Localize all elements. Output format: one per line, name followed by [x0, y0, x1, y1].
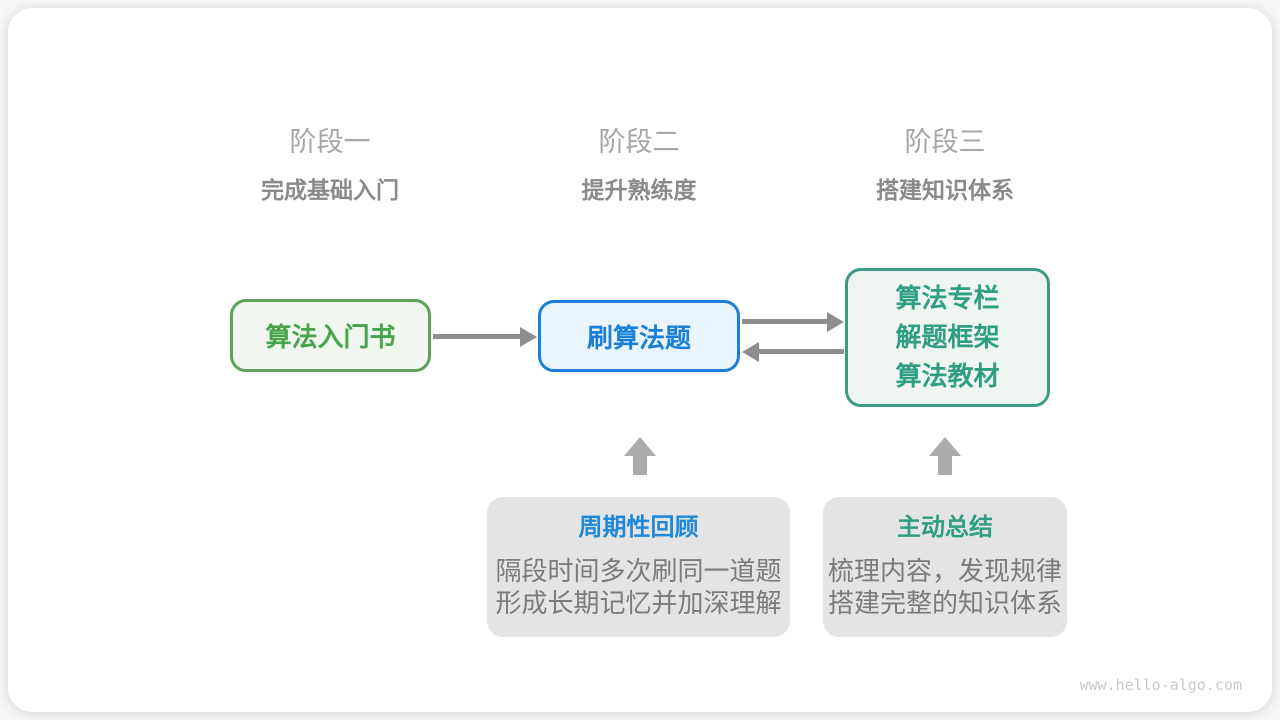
arrow-head — [827, 312, 844, 332]
callout-periodic-review: 周期性回顾 隔段时间多次刷同一道题 形成长期记忆并加深理解 — [487, 497, 790, 637]
arrow-right-icon — [433, 327, 537, 347]
callout-active-summary: 主动总结 梳理内容，发现规律 搭建完整的知识体系 — [823, 497, 1067, 637]
stage-header-2: 阶段二 提升熟练度 — [479, 126, 799, 204]
stage-subtitle: 提升熟练度 — [581, 177, 697, 203]
arrow-right-icon — [742, 312, 844, 332]
node-label: 刷算法题 — [586, 322, 691, 353]
stage-title: 阶段三 — [904, 127, 986, 157]
arrow-head — [520, 327, 537, 347]
arrow-left-icon — [742, 342, 844, 362]
arrow-shaft — [757, 349, 844, 354]
arrow-shaft — [433, 334, 522, 339]
arrow-head — [742, 342, 759, 362]
callout-title: 主动总结 — [897, 514, 993, 541]
stage-subtitle: 搭建知识体系 — [876, 177, 1014, 203]
watermark: www.hello-algo.com — [1079, 676, 1242, 694]
stage-header-1: 阶段一 完成基础入门 — [170, 126, 490, 204]
node-intro-book: 算法入门书 — [230, 299, 431, 372]
callout-line: 梳理内容，发现规律 — [827, 556, 1062, 586]
stage-title: 阶段一 — [289, 127, 371, 157]
node-label: 算法教材 — [895, 361, 1000, 391]
stage-subtitle: 完成基础入门 — [261, 177, 399, 203]
arrow-shaft — [742, 319, 829, 324]
callout-line: 搭建完整的知识体系 — [827, 588, 1062, 618]
stage-title: 阶段二 — [598, 127, 680, 157]
callout-title: 周期性回顾 — [578, 514, 699, 541]
node-label: 解题框架 — [895, 322, 1000, 352]
stage-header-3: 阶段三 搭建知识体系 — [785, 126, 1105, 204]
node-advanced-resources: 算法专栏 解题框架 算法教材 — [845, 268, 1050, 407]
node-label: 算法入门书 — [265, 322, 396, 352]
node-practice: 刷算法题 — [538, 300, 740, 372]
node-label: 算法专栏 — [895, 283, 1000, 313]
callout-line: 形成长期记忆并加深理解 — [495, 588, 782, 618]
callout-line: 隔段时间多次刷同一道题 — [495, 556, 782, 586]
